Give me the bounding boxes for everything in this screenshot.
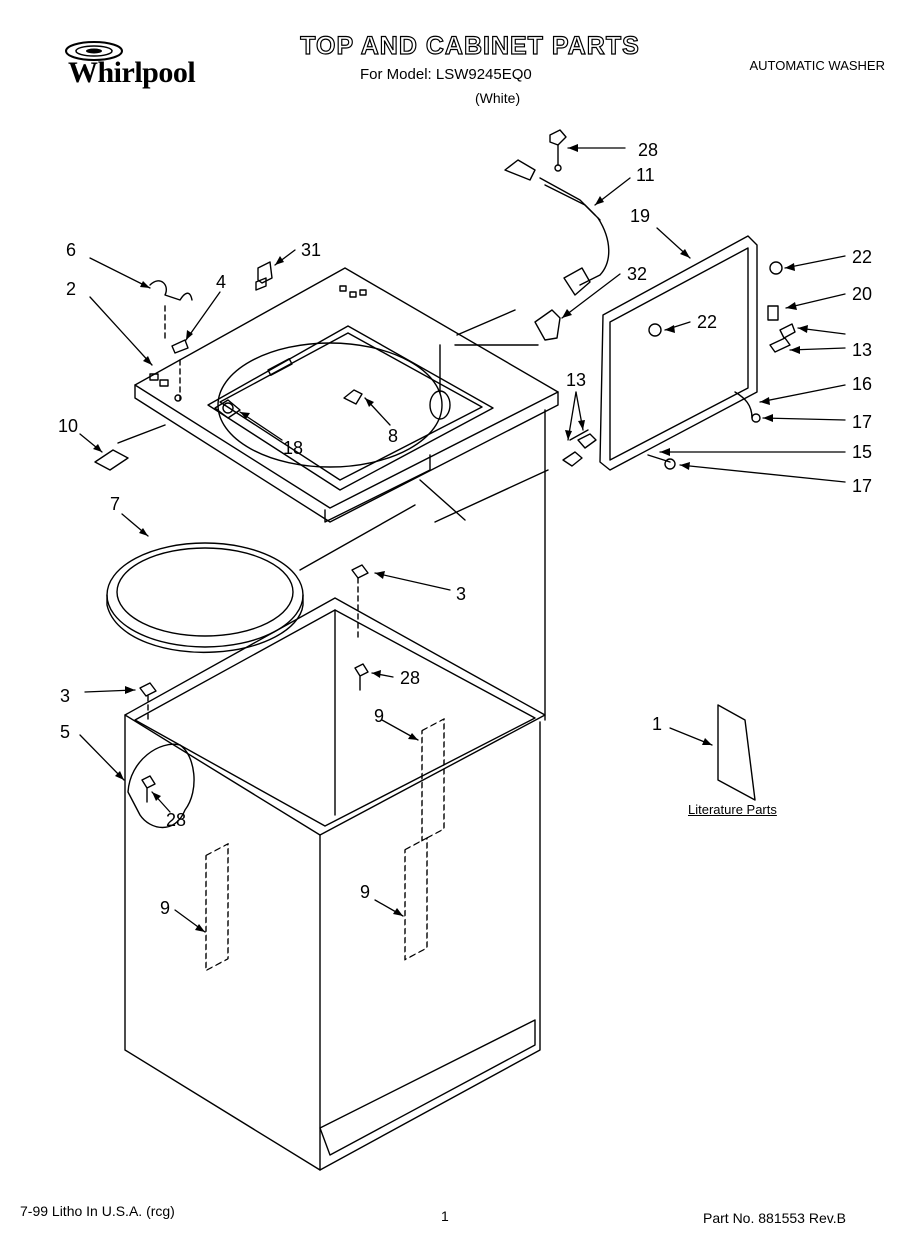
callout-31: 31 xyxy=(301,240,321,260)
callout-7: 7 xyxy=(110,494,120,514)
hinge-bracket xyxy=(149,280,193,301)
callout-16: 16 xyxy=(852,374,872,394)
callout-13: 13 xyxy=(566,370,586,390)
callout-13: 13 xyxy=(852,340,872,360)
lid-frame xyxy=(599,235,758,471)
screw xyxy=(354,663,369,691)
callout-22: 22 xyxy=(852,247,872,267)
screw xyxy=(343,389,363,405)
callout-17: 17 xyxy=(852,476,872,496)
page-number: 1 xyxy=(441,1208,449,1224)
callout-2: 2 xyxy=(66,279,76,299)
hinge-pin xyxy=(562,451,583,467)
hinge-rod xyxy=(734,391,753,419)
clip xyxy=(351,564,369,579)
callout-20: 20 xyxy=(852,284,872,304)
footer-print-info: 7-99 Litho In U.S.A. (rcg) xyxy=(20,1203,175,1219)
page-title: TOP AND CABINET PARTS xyxy=(300,31,640,60)
literature-parts-label: Literature Parts xyxy=(688,802,777,817)
tub-ring xyxy=(106,542,304,654)
callout-9: 9 xyxy=(374,706,384,726)
bushing xyxy=(664,458,676,470)
callout-8: 8 xyxy=(388,426,398,446)
swirl-logo-icon xyxy=(65,41,123,61)
callout-5: 5 xyxy=(60,722,70,742)
arrowheads xyxy=(93,144,808,932)
screw xyxy=(549,129,567,172)
lid-clip xyxy=(255,261,273,291)
brand-name: Whirlpool xyxy=(68,56,196,89)
cabinet xyxy=(124,597,546,1171)
callout-3: 3 xyxy=(456,584,466,604)
hinge-pin xyxy=(779,323,796,339)
callout-6: 6 xyxy=(66,240,76,260)
clip xyxy=(171,339,189,354)
callout-9: 9 xyxy=(360,882,370,902)
callout-labels: 28 11 19 22 20 22 13 16 17 15 17 13 32 3… xyxy=(58,140,872,918)
callout-1: 1 xyxy=(652,714,662,734)
wire-harness xyxy=(504,159,610,296)
part-number: Part No. 881553 Rev.B xyxy=(703,1210,846,1226)
callout-17: 17 xyxy=(852,412,872,432)
model-line: For Model: LSW9245EQ0 xyxy=(360,66,532,83)
lid-hinge-clip xyxy=(767,305,779,321)
callout-3: 3 xyxy=(60,686,70,706)
literature-booklet xyxy=(717,704,756,801)
screw xyxy=(141,775,156,803)
snubber xyxy=(214,399,241,419)
callout-15: 15 xyxy=(852,442,872,462)
appliance-type: AUTOMATIC WASHER xyxy=(749,58,885,73)
bushing xyxy=(751,413,761,423)
callout-18: 18 xyxy=(283,438,303,458)
callout-32: 32 xyxy=(627,264,647,284)
color-note: (White) xyxy=(475,90,521,106)
callout-19: 19 xyxy=(630,206,650,226)
whirlpool-logo: Whirlpool xyxy=(62,40,214,102)
callout-28: 28 xyxy=(400,668,420,688)
callout-28: 28 xyxy=(638,140,658,160)
callout-11: 11 xyxy=(636,165,655,185)
callout-4: 4 xyxy=(216,272,226,292)
clip xyxy=(139,682,157,697)
callout-22: 22 xyxy=(697,312,717,332)
callout-9: 9 xyxy=(160,898,170,918)
callout-28: 28 xyxy=(166,810,186,830)
bumper xyxy=(648,323,662,337)
top-panel xyxy=(134,267,559,523)
hinge-pin xyxy=(577,433,597,449)
callout-10: 10 xyxy=(58,416,78,436)
bumper xyxy=(769,261,783,275)
lid-switch-actuator xyxy=(534,309,561,341)
hinge-pin xyxy=(769,337,791,353)
pad xyxy=(94,449,129,471)
